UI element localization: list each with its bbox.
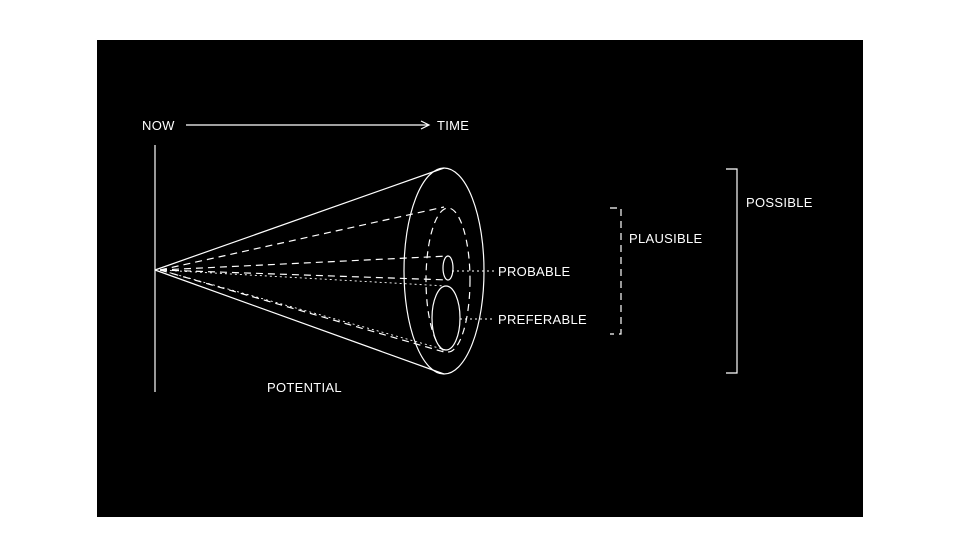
time-arrow — [186, 120, 431, 130]
possible-cone — [154, 167, 485, 375]
possible-bracket — [726, 168, 738, 374]
label-time: TIME — [437, 118, 469, 133]
label-possible: POSSIBLE — [746, 195, 813, 210]
futures-cone-diagram: NOW TIME POTENTIAL PROBABLE PREFERABLE P… — [97, 40, 863, 517]
probable-cone — [159, 255, 454, 281]
label-potential: POTENTIAL — [267, 380, 342, 395]
label-plausible: PLAUSIBLE — [629, 231, 703, 246]
label-preferable: PREFERABLE — [498, 312, 587, 327]
preferable-cone — [159, 269, 461, 351]
label-probable: PROBABLE — [498, 264, 571, 279]
plausible-bracket — [610, 207, 622, 335]
futures-cone-svg: NOW TIME POTENTIAL PROBABLE PREFERABLE P… — [142, 118, 813, 395]
plausible-cone — [159, 206, 471, 353]
label-now: NOW — [142, 118, 175, 133]
